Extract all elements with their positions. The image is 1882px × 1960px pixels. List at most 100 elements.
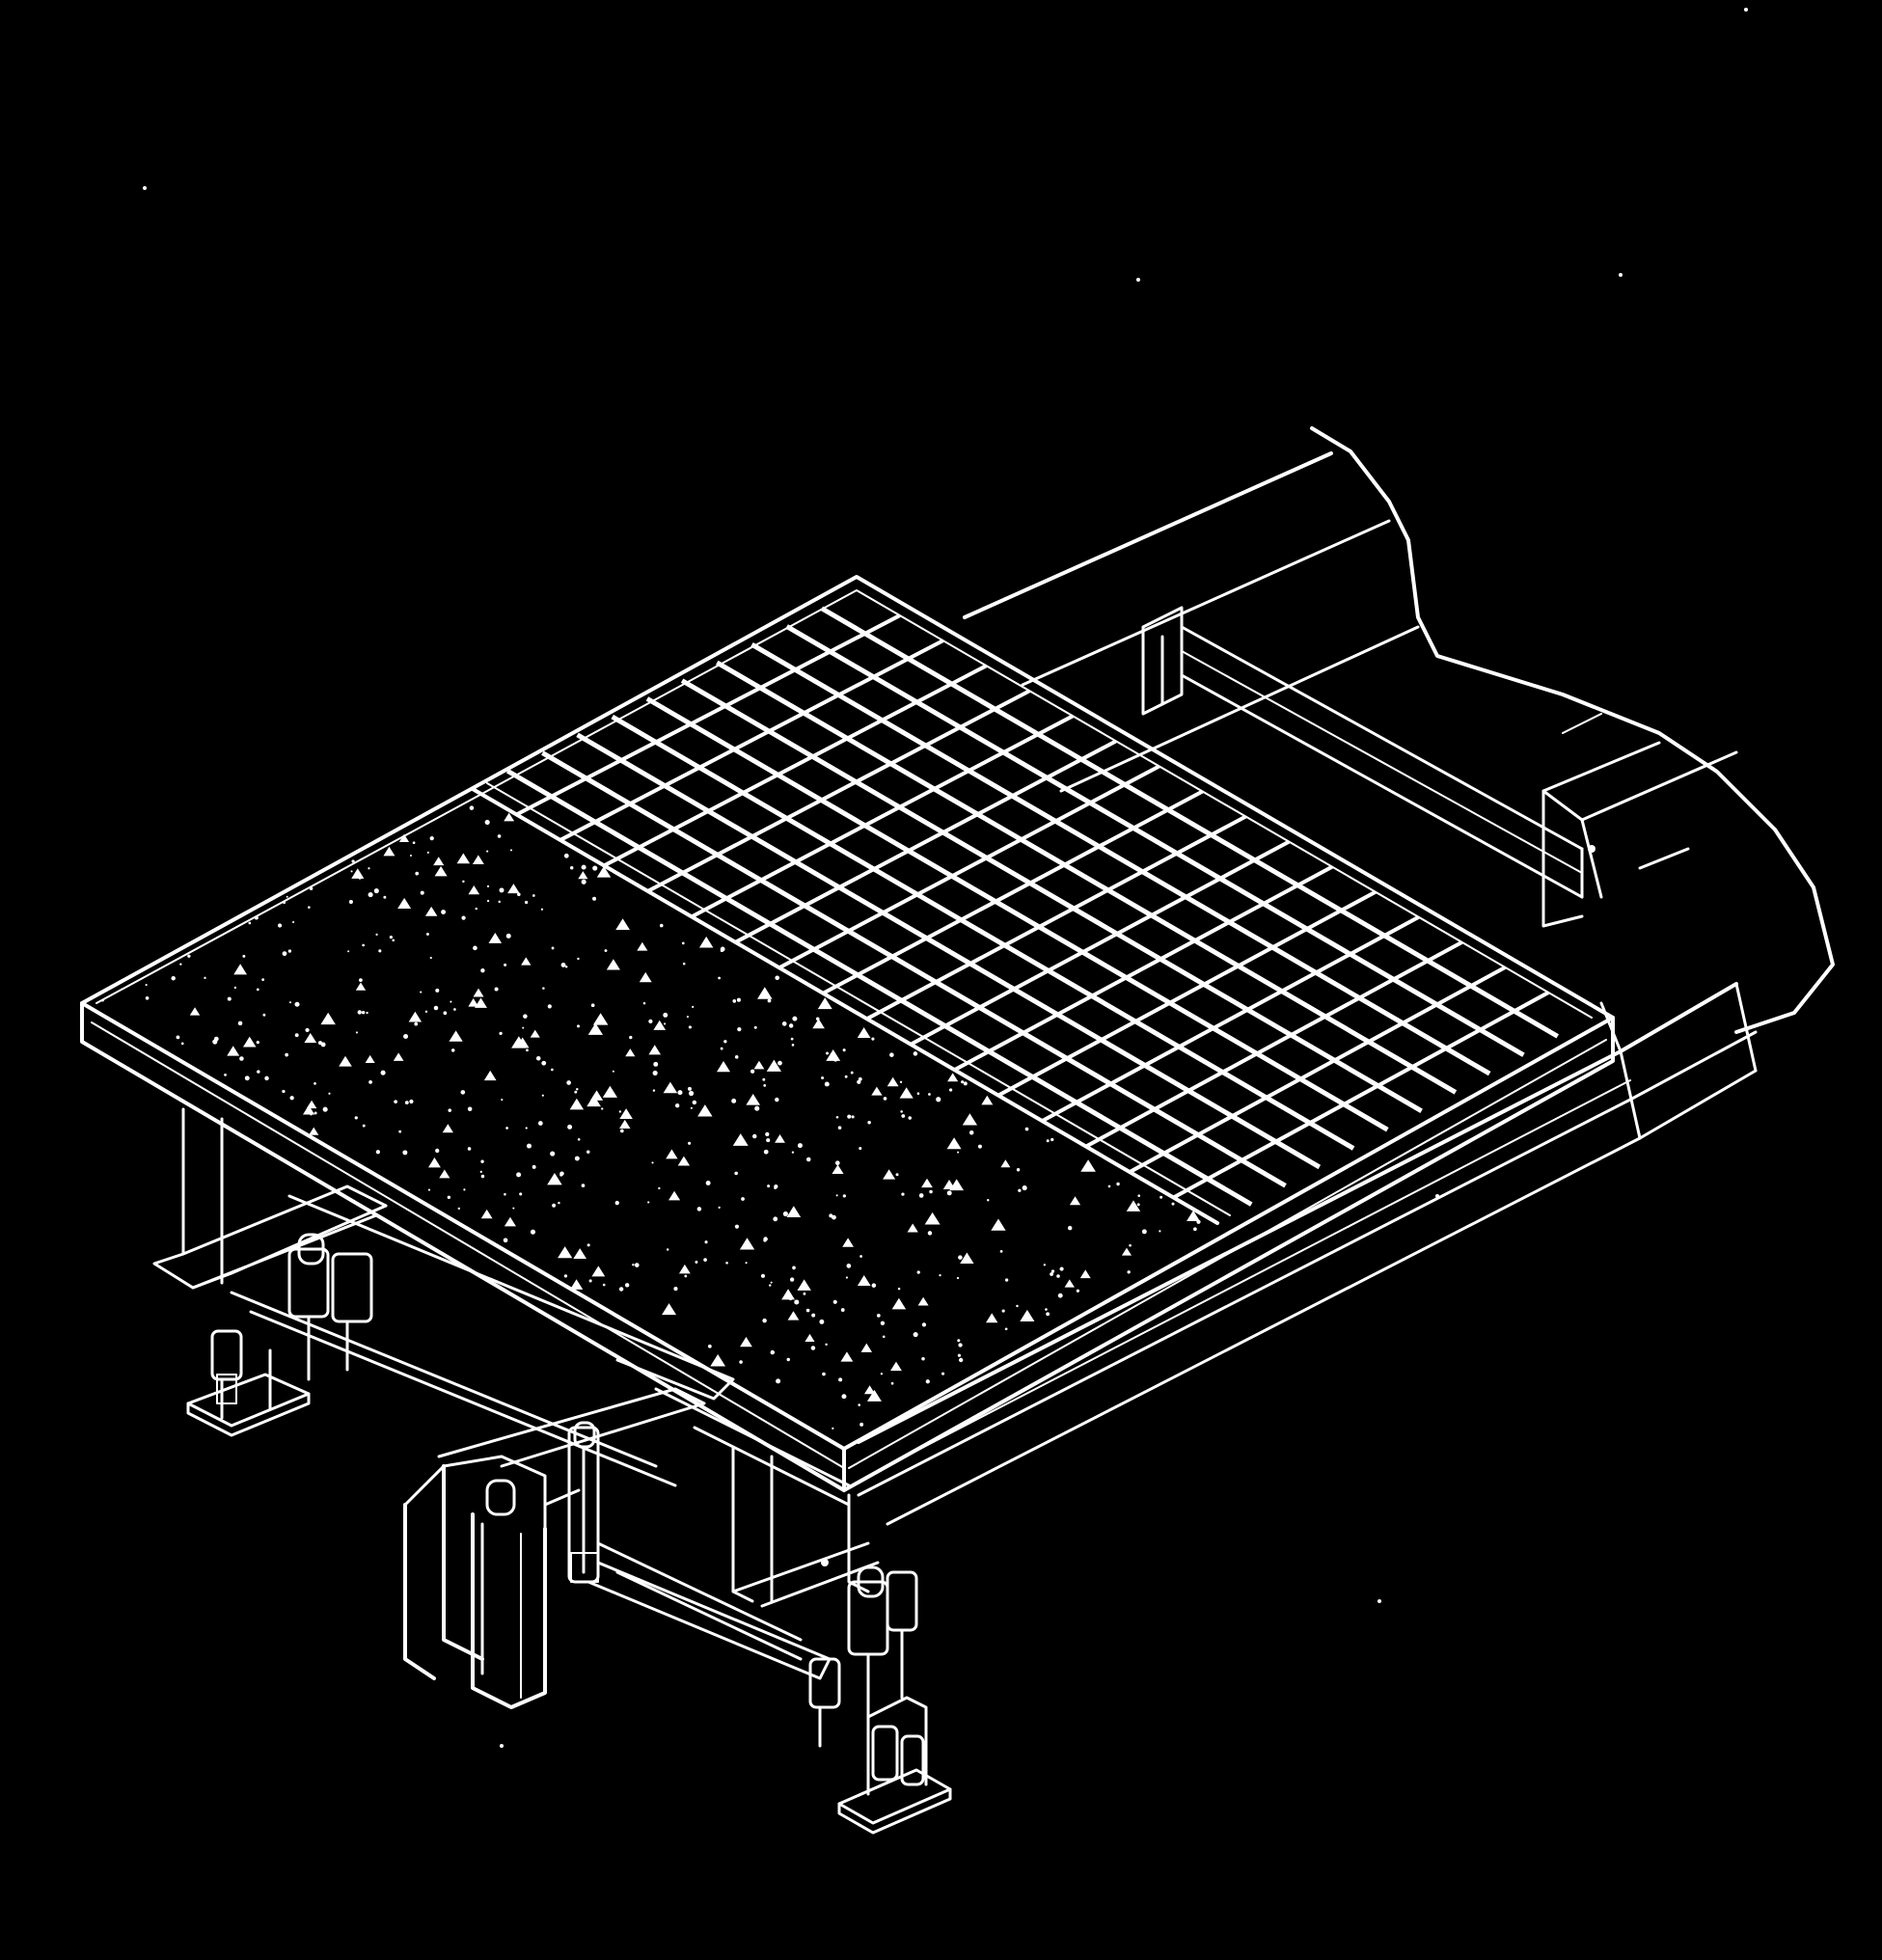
- deck-texture-speck: [883, 1169, 896, 1180]
- deck-texture-speck: [986, 1313, 998, 1323]
- deck-texture-speck: [850, 1071, 854, 1075]
- deck-texture-speck: [287, 949, 292, 953]
- deck-texture-speck: [859, 1146, 862, 1151]
- deck-texture-speck: [576, 1088, 579, 1091]
- deck-texture-speck: [642, 1001, 646, 1005]
- deck-texture-speck: [762, 1077, 766, 1081]
- deck-texture-speck: [925, 1379, 930, 1384]
- deck-texture-speck: [658, 1186, 661, 1190]
- deck-texture-speck: [788, 1023, 794, 1028]
- deck-texture-speck: [505, 1127, 508, 1130]
- deck-texture-speck: [355, 1031, 359, 1034]
- deck-texture-speck: [383, 895, 387, 899]
- deck-texture-speck: [842, 1048, 846, 1052]
- deck-texture-speck: [766, 1059, 781, 1072]
- deck-texture-speck: [882, 1335, 886, 1339]
- deck-texture-speck: [447, 1195, 451, 1200]
- deck-texture-speck: [739, 1360, 743, 1364]
- deck-texture-speck: [285, 1052, 288, 1057]
- grating-panel: [505, 606, 1559, 1207]
- deck-texture-speck: [826, 1051, 829, 1055]
- deck-texture-speck: [453, 1008, 456, 1011]
- deck-texture-speck: [692, 1100, 697, 1105]
- deck-texture-speck: [957, 1339, 961, 1343]
- deck-texture-speck: [786, 1206, 802, 1217]
- deck-texture-speck: [498, 900, 501, 904]
- deck-texture-speck: [883, 1097, 887, 1101]
- deck-texture-speck: [339, 1055, 352, 1067]
- deck-texture-speck: [380, 1070, 386, 1075]
- deck-texture-speck: [601, 1107, 604, 1110]
- deck-texture-speck: [494, 987, 499, 992]
- deck-texture-speck: [788, 1296, 793, 1301]
- deck-texture-speck: [473, 945, 477, 951]
- deck-texture-speck: [569, 1279, 584, 1290]
- deck-texture-speck: [871, 1086, 883, 1096]
- deck-texture-speck: [740, 1336, 752, 1348]
- deck-texture-speck: [504, 963, 507, 966]
- deck-texture-speck: [1016, 1168, 1021, 1172]
- deck-texture-speck: [350, 870, 353, 873]
- deck-texture-speck: [581, 879, 586, 885]
- deck-texture-speck: [880, 1320, 886, 1326]
- deck-texture-speck: [794, 1299, 800, 1305]
- deck-texture-speck: [1193, 1227, 1197, 1232]
- deck-texture-speck: [320, 1012, 336, 1025]
- deck-texture-speck: [775, 975, 779, 981]
- deck-texture-speck: [851, 1115, 855, 1119]
- deck-texture-speck: [365, 1054, 375, 1063]
- deck-texture-speck: [581, 1184, 586, 1187]
- deck-texture-speck: [467, 1106, 473, 1111]
- deck-texture-speck: [846, 1264, 852, 1268]
- deck-texture-speck: [703, 1258, 707, 1262]
- deck-texture-speck: [488, 933, 503, 943]
- deck-texture-speck: [289, 1096, 294, 1101]
- deck-texture-speck: [560, 962, 566, 967]
- deck-texture-speck: [835, 1116, 839, 1119]
- deck-texture-speck: [1126, 1200, 1141, 1211]
- deck-texture-speck: [348, 900, 353, 905]
- deck-texture-speck: [499, 1031, 503, 1036]
- deck-texture-speck: [618, 1110, 621, 1113]
- deck-texture-speck: [899, 1087, 914, 1099]
- deck-texture-speck: [606, 959, 620, 970]
- deck-texture-speck: [822, 1372, 826, 1376]
- deck-texture-speck: [662, 1303, 677, 1316]
- deck-texture-speck: [441, 910, 447, 914]
- deck-texture-speck: [917, 1296, 929, 1306]
- deck-texture-speck: [368, 1079, 372, 1084]
- deck-texture-speck: [409, 855, 412, 858]
- deck-texture-speck: [145, 995, 150, 1000]
- deck-texture-speck: [469, 805, 475, 810]
- deck-texture-speck: [171, 975, 176, 981]
- deck-texture-speck: [450, 1048, 455, 1052]
- deck-texture-speck: [563, 1274, 568, 1278]
- grating-crossbar: [822, 789, 1204, 995]
- deck-texture-speck: [424, 1010, 428, 1013]
- deck-texture-speck: [590, 1003, 595, 1008]
- deck-texture-speck: [542, 987, 545, 990]
- deck-texture-speck: [291, 920, 295, 924]
- deck-texture-speck: [968, 1130, 974, 1135]
- deck-texture-speck: [782, 1211, 788, 1217]
- deck-texture-speck: [420, 991, 423, 994]
- deck-texture-speck: [261, 978, 265, 982]
- deck-texture-speck: [688, 1025, 692, 1029]
- deck-texture-speck: [497, 834, 502, 838]
- deck-texture-speck: [283, 901, 286, 905]
- deck-texture-speck: [366, 1011, 368, 1015]
- deck-texture-speck: [844, 1075, 848, 1078]
- deck-texture-speck: [688, 1090, 695, 1097]
- deck-texture-speck: [282, 1089, 286, 1094]
- deck-texture-speck: [244, 1075, 250, 1081]
- deck-texture-speck: [880, 1373, 884, 1375]
- deck-texture-speck: [647, 1201, 650, 1204]
- deck-texture-speck: [1121, 1247, 1132, 1256]
- deck-texture-speck: [895, 1173, 899, 1177]
- deck-texture-speck: [763, 1084, 767, 1087]
- deck-texture-speck: [484, 819, 490, 826]
- deck-texture-speck: [213, 1036, 219, 1042]
- deck-texture-speck: [570, 866, 574, 870]
- deck-texture-speck: [690, 1106, 693, 1109]
- deck-texture-speck: [461, 915, 466, 920]
